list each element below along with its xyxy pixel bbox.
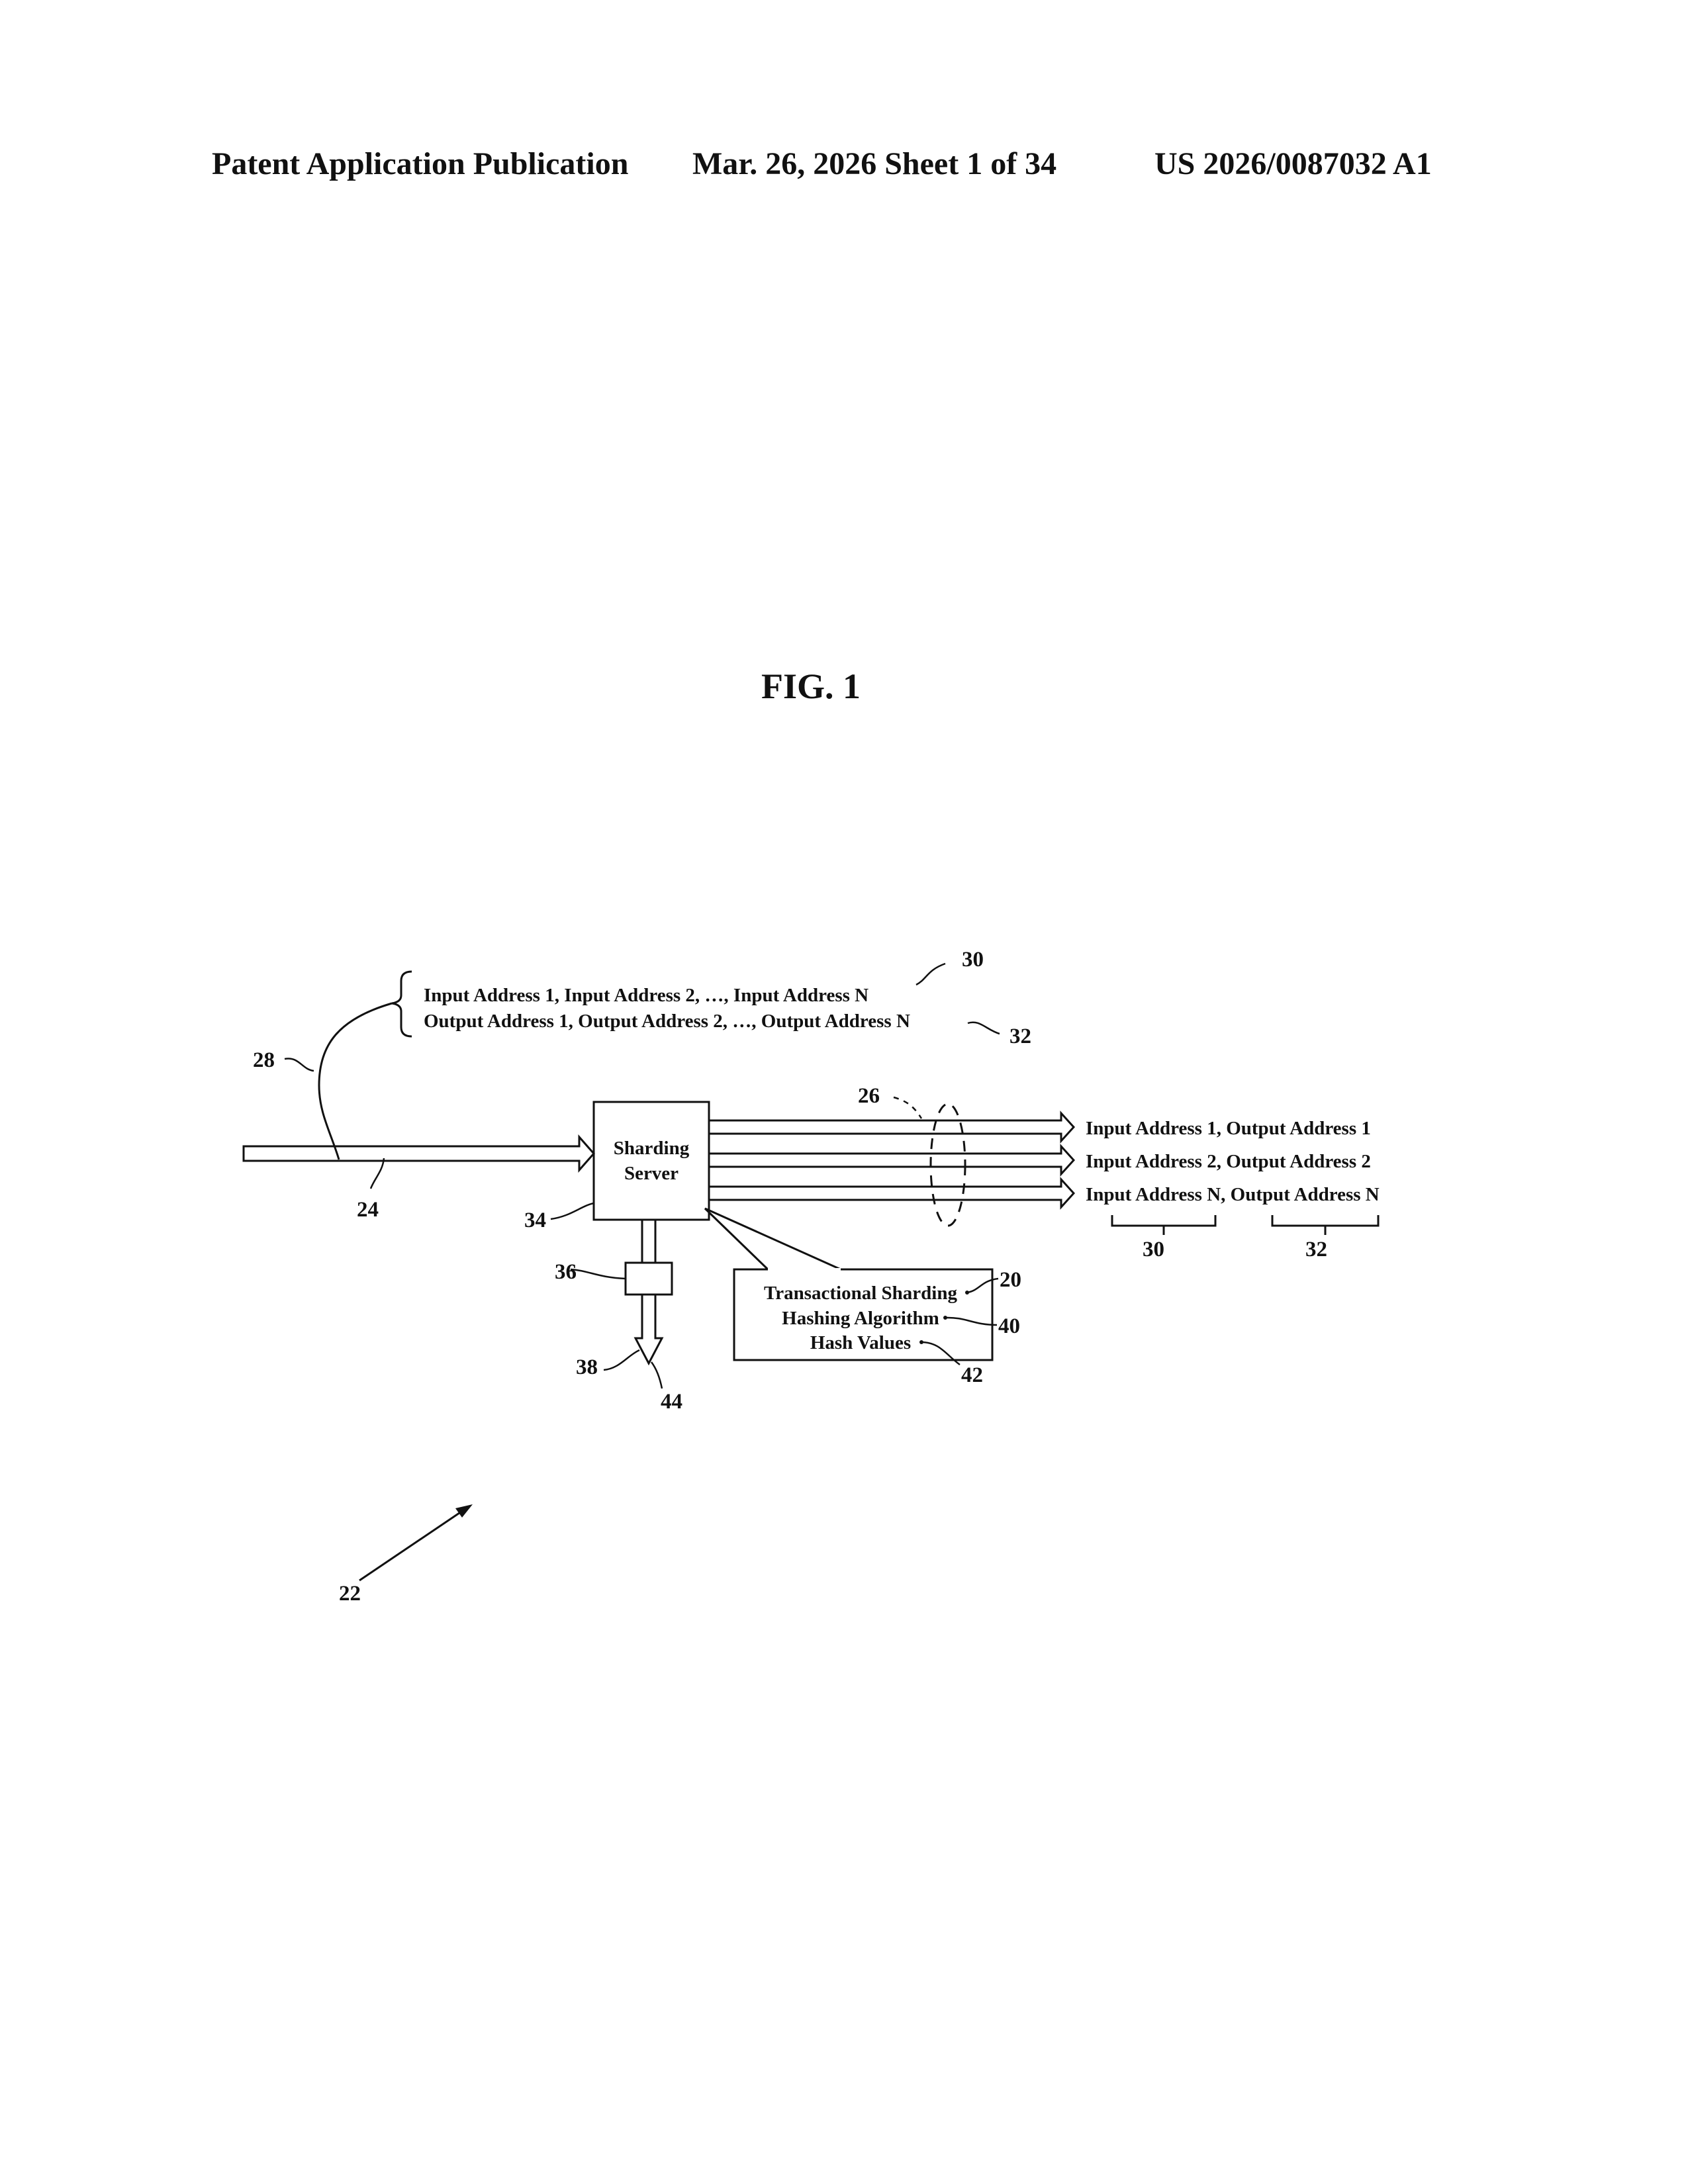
ref-20: 20 (1000, 1268, 1021, 1292)
top-block-line2: Output Address 1, Output Address 2, …, O… (424, 1011, 910, 1032)
incoming-transaction-arrow (244, 1137, 594, 1170)
server-label-line1: Sharding (614, 1138, 690, 1159)
ref-28: 28 (253, 1048, 275, 1072)
ref-30-top: 30 (962, 948, 984, 972)
ref-40: 40 (998, 1314, 1020, 1338)
callout-pointer (705, 1208, 841, 1269)
callout-line3: Hash Values (810, 1332, 911, 1353)
ref-24: 24 (357, 1198, 379, 1222)
sharding-server-box (594, 1102, 709, 1220)
callout-line1: Transactional Sharding (764, 1283, 957, 1304)
ref-22: 22 (339, 1582, 361, 1606)
output-address-bracket (1272, 1215, 1378, 1235)
ref-34: 34 (524, 1208, 546, 1232)
output-label-3: Input Address N, Output Address N (1086, 1184, 1380, 1205)
ref-32-top: 32 (1009, 1024, 1031, 1048)
ref-22-arrow (359, 1504, 473, 1580)
ref-26: 26 (858, 1084, 880, 1108)
callout-line2: Hashing Algorithm (782, 1308, 939, 1329)
output-label-1: Input Address 1, Output Address 1 (1086, 1118, 1371, 1139)
ref-30-bottom: 30 (1143, 1238, 1164, 1261)
top-block-line1: Input Address 1, Input Address 2, …, Inp… (424, 985, 868, 1006)
ref-44: 44 (661, 1390, 682, 1414)
input-address-bracket (1112, 1215, 1215, 1235)
output-shard-arrow-3 (709, 1179, 1074, 1207)
top-block-brace (392, 972, 412, 1036)
component-box-36 (626, 1263, 672, 1295)
output-shard-arrow-1 (709, 1113, 1074, 1141)
ref-38: 38 (576, 1355, 598, 1379)
output-label-2: Input Address 2, Output Address 2 (1086, 1151, 1371, 1172)
output-shard-arrow-2 (709, 1146, 1074, 1174)
ref-32-bottom: 32 (1305, 1238, 1327, 1261)
server-label-line2: Server (624, 1163, 679, 1184)
downward-output-arrow (635, 1295, 662, 1363)
output-group-dashed-ellipse (931, 1104, 965, 1226)
transaction-leader-curve (319, 1003, 392, 1160)
ref-42: 42 (961, 1363, 983, 1387)
ref-36: 36 (555, 1260, 577, 1284)
